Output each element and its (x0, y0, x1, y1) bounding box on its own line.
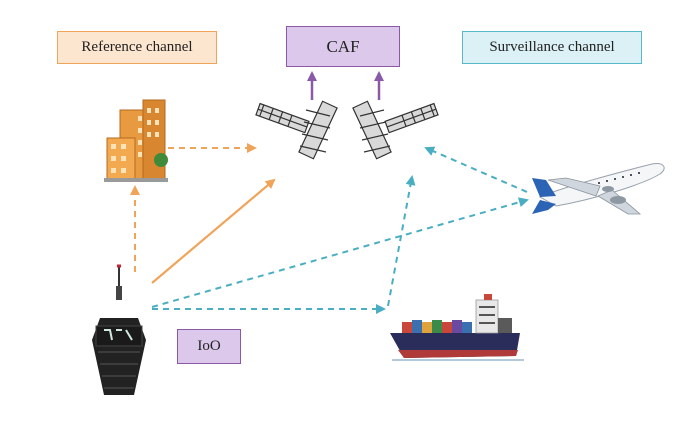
cargo-ship-icon (390, 294, 524, 361)
caf-input-arrows (307, 71, 384, 100)
airplane-icon (532, 163, 665, 215)
receiver-antenna-icon (255, 100, 439, 160)
surveillance-paths (151, 146, 529, 314)
reference-paths (130, 143, 276, 284)
reference-channel-label: Reference channel (57, 31, 217, 64)
caf-label: CAF (286, 26, 400, 67)
ioo-label: IoO (177, 329, 241, 364)
building-icon (104, 99, 168, 182)
transmitter-tower-icon (92, 264, 146, 395)
surveillance-channel-label: Surveillance channel (462, 31, 642, 64)
